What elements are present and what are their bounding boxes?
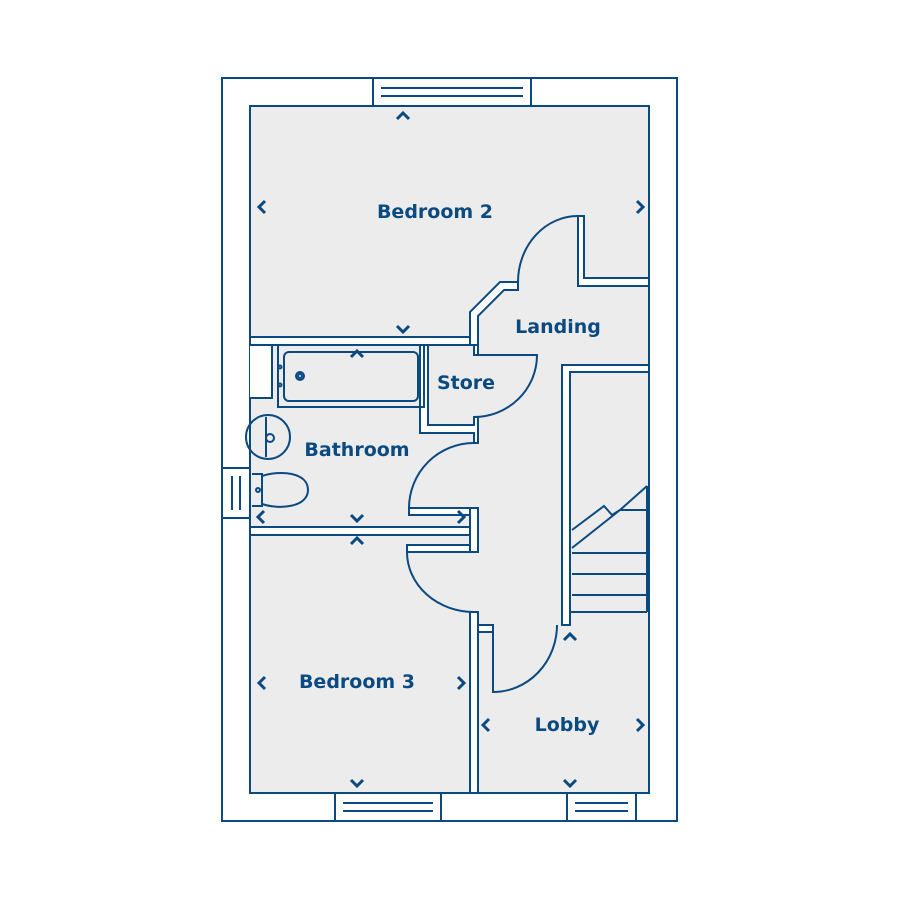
room-label-store: Store [437, 372, 495, 394]
chevron-up-icon [395, 110, 411, 121]
door-bathroom[interactable] [408, 442, 475, 509]
chevron-right-icon [456, 675, 467, 691]
chevron-right-icon [635, 199, 646, 215]
window-lobby [566, 792, 637, 822]
door-bedroom3[interactable] [406, 551, 475, 613]
window-top [372, 77, 532, 107]
window-bathroom [221, 467, 251, 519]
chevron-left-icon [256, 675, 267, 691]
bathtub [277, 344, 425, 408]
chevron-down-icon [349, 778, 365, 789]
chevron-up-icon [562, 631, 578, 642]
door-store[interactable] [473, 354, 539, 418]
chevron-up-icon [349, 348, 365, 359]
chevron-down-icon [349, 513, 365, 524]
chevron-icons [255, 110, 646, 789]
toilet [252, 471, 310, 508]
room-label-bedroom3: Bedroom 3 [299, 671, 415, 693]
room-label-bathroom: Bathroom [304, 439, 409, 461]
door-bedroom2[interactable] [517, 215, 579, 283]
internal-walls [249, 215, 650, 794]
room-label-landing: Landing [515, 316, 601, 338]
room-label-lobby: Lobby [535, 714, 600, 736]
chevron-left-icon [255, 509, 266, 525]
room-label-bedroom2: Bedroom 2 [377, 201, 493, 223]
window-bedroom3 [334, 792, 442, 822]
chevron-down-icon [395, 324, 411, 335]
chevron-left-icon [256, 199, 267, 215]
chevron-up-icon [349, 535, 365, 546]
basin [245, 414, 291, 460]
chevron-left-icon [480, 717, 491, 733]
staircase [570, 485, 648, 613]
chevron-down-icon [562, 778, 578, 789]
door-lobby[interactable] [492, 624, 558, 694]
chevron-right-icon [456, 509, 467, 525]
chevron-right-icon [635, 717, 646, 733]
